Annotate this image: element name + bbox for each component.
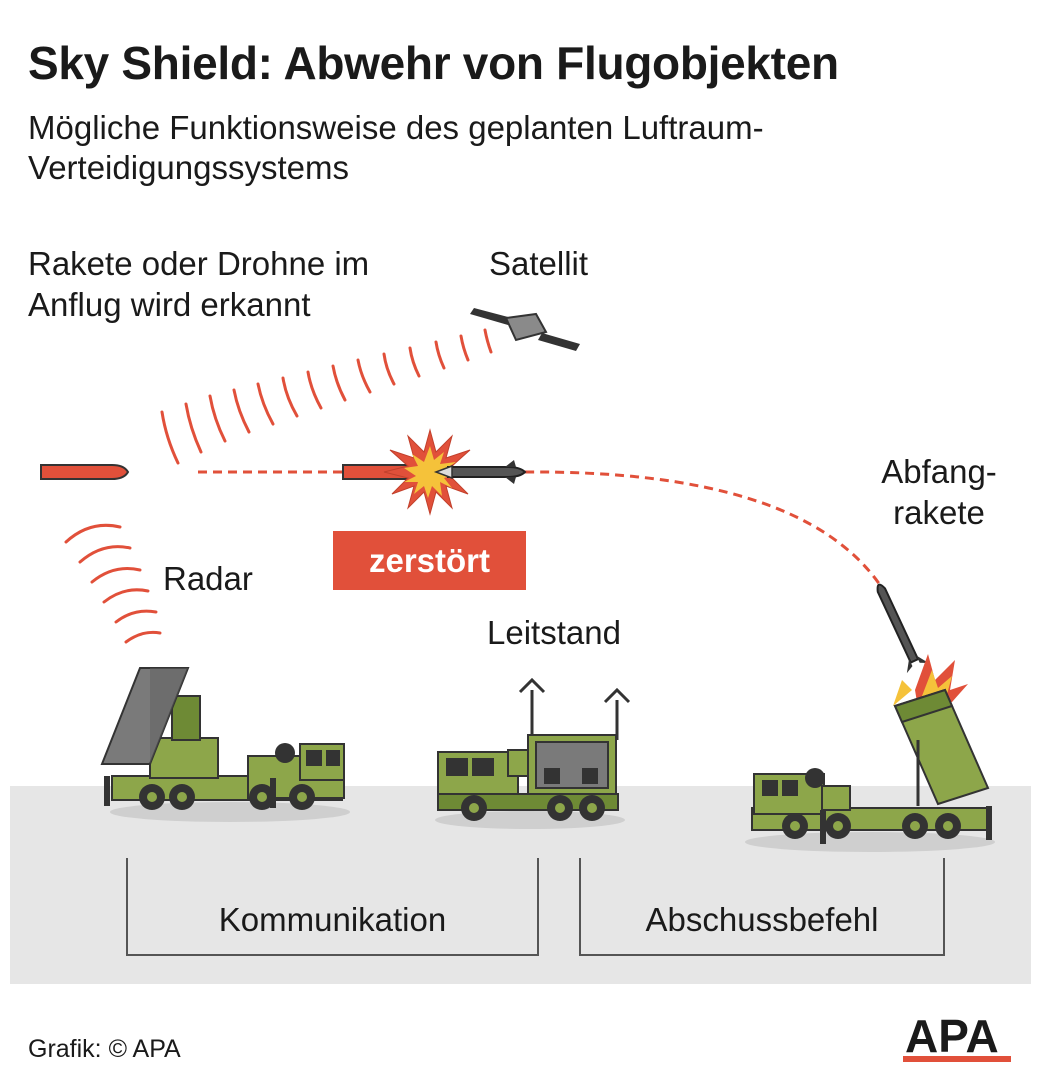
- label-communication: Kommunikation: [218, 901, 447, 938]
- page-subtitle: Mögliche Funktionsweise des geplanten Lu…: [28, 109, 764, 186]
- radar-signal-waves: [64, 523, 162, 644]
- explosion-icon: [383, 428, 477, 516]
- label-interceptor: Abfang-rakete: [881, 453, 997, 531]
- control-station-truck-icon: [435, 677, 631, 829]
- radar-truck-icon: [100, 667, 350, 822]
- launcher-truck-icon: [745, 583, 995, 852]
- apa-logo-text: APA: [905, 1010, 999, 1062]
- label-rocket-detected: Rakete oder Drohne im Anflug wird erkann…: [28, 245, 370, 323]
- label-radar: Radar: [163, 560, 253, 597]
- apa-logo: APA: [903, 1010, 1011, 1062]
- satellite-icon: [470, 308, 580, 351]
- communication-bracket: [126, 858, 539, 956]
- page-title: Sky Shield: Abwehr von Flugobjekten: [28, 37, 839, 89]
- label-launch-command: Abschussbefehl: [645, 901, 879, 938]
- launch-command-bracket: [579, 858, 945, 956]
- incoming-missile-icon: [40, 464, 130, 480]
- footer-credit: Grafik: © APA: [28, 1035, 181, 1063]
- interceptor-flight-path: [524, 470, 882, 586]
- satellite-signal-waves: [160, 328, 493, 465]
- label-satellite: Satellit: [489, 245, 589, 282]
- destroyed-badge: zerstört: [333, 531, 526, 590]
- interceptor-missile-icon: [433, 460, 527, 484]
- label-control-station: Leitstand: [487, 614, 621, 651]
